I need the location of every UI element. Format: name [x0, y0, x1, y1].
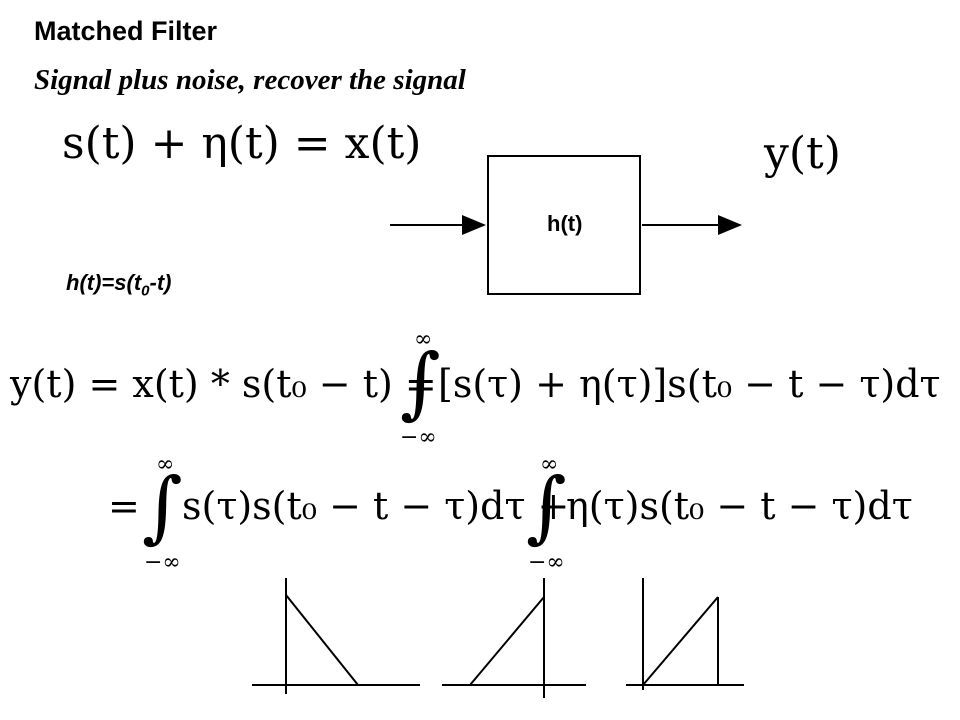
sketch-shifted-ramp [626, 578, 744, 690]
integral1-sign: ∫ [142, 462, 183, 552]
integral2-lower-limit: −∞ [528, 550, 565, 575]
integral1-upper-limit: ∞ [156, 452, 175, 477]
slide-title: Matched Filter [34, 16, 218, 46]
output-label: y(t) [764, 128, 841, 179]
sketch-decreasing-ramp [252, 578, 420, 694]
integral-lower-limit: −∞ [400, 425, 437, 450]
integral2-upper-limit: ∞ [540, 452, 559, 477]
convolution-integrand: [s(τ) + η(τ)]s(t₀ − t − τ)dτ [438, 362, 941, 406]
equals-sign: = [108, 484, 140, 528]
integral1-lower-limit: −∞ [144, 550, 181, 575]
integral2-sign: ∫ [526, 462, 567, 552]
integral-sign: ∫ [400, 338, 441, 428]
filter-definition-subscript: 0 [141, 282, 150, 300]
sketch-increasing-ramp [442, 578, 586, 698]
integral1-integrand: s(τ)s(t₀ − t − τ)dτ + [182, 484, 570, 528]
convolution-equation-lhs: y(t) = x(t) * s(t₀ − t) = [10, 362, 437, 406]
integral2-integrand: η(τ)s(t₀ − t − τ)dτ [566, 484, 913, 528]
filter-block-label: h(t) [547, 211, 583, 236]
filter-definition-lhs: h(t)=s(t [66, 270, 142, 295]
filter-definition-rhs: -t) [149, 270, 172, 295]
filter-definition: h(t)=s(t0-t) [66, 270, 171, 299]
filter-block [487, 155, 641, 295]
integral-upper-limit: ∞ [414, 327, 433, 352]
input-equation: s(t) + η(t) = x(t) [62, 118, 422, 169]
slide-subtitle: Signal plus noise, recover the signal [34, 64, 466, 96]
